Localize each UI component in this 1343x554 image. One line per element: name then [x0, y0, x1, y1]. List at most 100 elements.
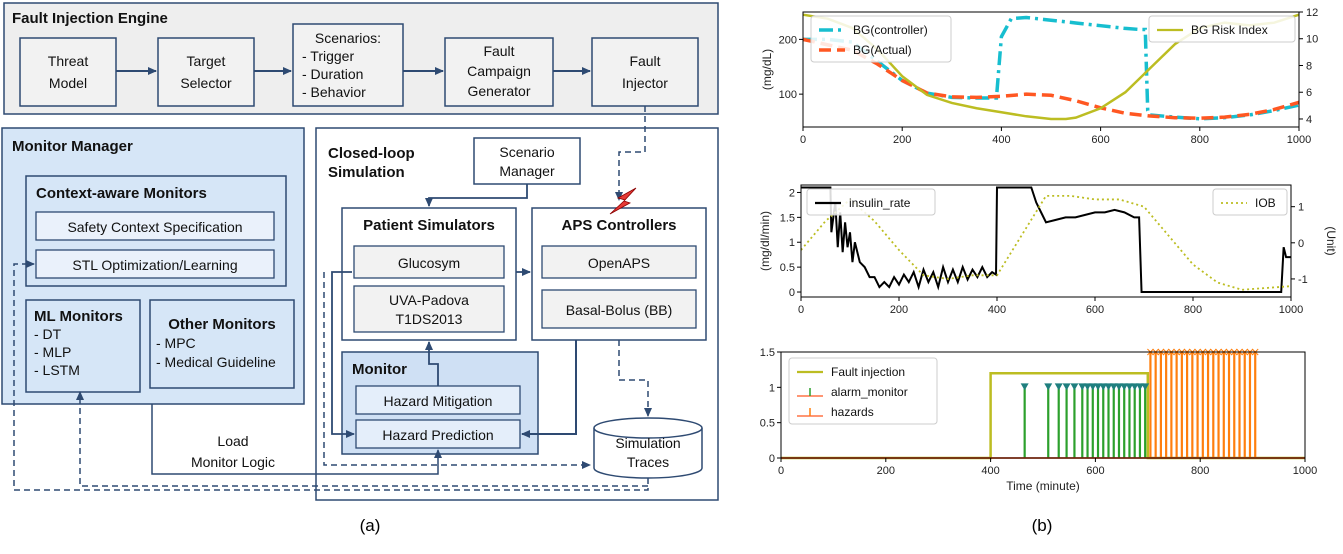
svg-text:- Trigger: - Trigger	[302, 48, 354, 64]
svg-text:Campaign: Campaign	[467, 63, 531, 79]
y-tick-label: 2	[789, 187, 795, 199]
svg-text:Traces: Traces	[627, 454, 669, 470]
svg-text:- Duration: - Duration	[302, 66, 363, 82]
y-axis-label: (mg/dL)	[760, 49, 774, 90]
stem-marker	[1083, 383, 1092, 391]
y-tick-label: 1.5	[760, 347, 775, 359]
plot-frame	[780, 351, 1306, 459]
fault-injection-engine-panel: Fault Injection Engine Threat Model Targ…	[3, 2, 719, 115]
stem-marker	[1125, 383, 1134, 391]
x-tick-label: 0	[800, 134, 806, 146]
y-tick-label: 1	[769, 382, 775, 394]
svg-text:Model: Model	[49, 75, 87, 91]
caption-b: (b)	[1032, 516, 1053, 535]
simulation-traces-cylinder: Simulation Traces	[593, 417, 703, 479]
plot-frame	[802, 11, 1300, 128]
hazard-prediction-box	[355, 419, 521, 449]
y2-tick-label: 0	[1298, 238, 1304, 250]
legend-entry: hazards	[831, 405, 874, 419]
glucosym-box	[353, 245, 505, 279]
y2-tick-label: 12	[1306, 7, 1318, 19]
y2-tick-label: 10	[1306, 34, 1318, 46]
svg-text:Glucosym: Glucosym	[398, 255, 460, 271]
svg-text:STL Optimization/Learning: STL Optimization/Learning	[72, 257, 237, 273]
svg-text:- MLP: - MLP	[34, 344, 71, 360]
stem-marker	[1094, 383, 1103, 391]
x-tick-label: 800	[1191, 465, 1209, 477]
series-IOB	[800, 194, 1292, 291]
svg-text:Hazard Prediction: Hazard Prediction	[382, 427, 493, 443]
svg-text:Generator: Generator	[467, 83, 530, 99]
svg-text:Other Monitors: Other Monitors	[168, 316, 276, 333]
x-tick-label: 400	[981, 465, 999, 477]
svg-text:Threat: Threat	[48, 53, 89, 69]
y2-tick-label: 1	[1298, 202, 1304, 214]
svg-text:- LSTM: - LSTM	[34, 362, 80, 378]
stem-marker	[1141, 383, 1150, 391]
legend-entry: insulin_rate	[849, 196, 911, 210]
stem-marker	[1088, 383, 1097, 391]
series-insulin_rate	[801, 186, 1291, 294]
svg-text:ML Monitors: ML Monitors	[34, 308, 123, 325]
legend-entry: BG Risk Index	[1191, 23, 1268, 37]
stem-marker	[1099, 383, 1108, 391]
svg-text:Safety Context Specification: Safety Context Specification	[67, 219, 242, 235]
x-tick-label: 400	[988, 304, 1006, 316]
legend-frame	[810, 15, 952, 63]
legend-entry: IOB	[1255, 196, 1276, 210]
x-tick-label: 1000	[1279, 304, 1303, 316]
svg-text:Simulation: Simulation	[615, 435, 680, 451]
svg-text:Fault: Fault	[629, 53, 660, 69]
svg-text:T1DS2013: T1DS2013	[396, 311, 463, 327]
y-tick-label: 1.5	[780, 212, 795, 224]
load-label: Load	[217, 433, 248, 449]
stem-marker	[1130, 383, 1139, 391]
svg-text:Target: Target	[187, 53, 226, 69]
stem-marker	[1078, 383, 1087, 391]
stem-marker	[1054, 383, 1063, 391]
y-tick-label: 1	[789, 237, 795, 249]
hazard-mitigation-box	[355, 385, 521, 415]
y2-tick-label: -1	[1298, 274, 1308, 286]
series-BG(Actual)	[802, 37, 1300, 120]
svg-text:Simulation: Simulation	[328, 164, 405, 181]
stem-marker	[1020, 383, 1029, 391]
y2-tick-label: 6	[1306, 87, 1312, 99]
other-monitors-box	[149, 299, 295, 389]
monitor-logic-label: Monitor Logic	[191, 454, 275, 470]
stem-marker	[1062, 383, 1071, 391]
fault-campaign-generator-box: Fault Campaign Generator	[444, 37, 554, 107]
basal-bolus-box	[541, 289, 697, 329]
target-selector-box: Target Selector	[157, 37, 255, 107]
svg-text:Closed-loop: Closed-loop	[328, 145, 415, 162]
svg-text:- Medical Guideline: - Medical Guideline	[156, 354, 276, 370]
legend: BG(controller)BG(Actual)	[810, 15, 952, 63]
x-tick-label: 600	[1086, 465, 1104, 477]
ml-monitors-box	[25, 299, 141, 393]
svg-text:- Behavior: - Behavior	[302, 84, 366, 100]
y-tick-label: 100	[779, 89, 797, 101]
svg-text:Manager: Manager	[499, 163, 555, 179]
x-tick-label: 1000	[1287, 134, 1311, 146]
threat-model-box: Threat Model	[19, 37, 117, 107]
legend-entry: Fault injection	[831, 365, 905, 379]
svg-text:Fault: Fault	[483, 43, 514, 59]
y-tick-label: 0.5	[760, 418, 775, 430]
x-tick-label: 800	[1191, 134, 1209, 146]
fault-injector-box: Fault Injector	[591, 37, 699, 107]
stem-marker	[1109, 383, 1118, 391]
svg-text:- MPC: - MPC	[156, 335, 196, 351]
stem-marker	[1070, 383, 1079, 391]
stl-box	[35, 249, 275, 279]
x-tick-label: 400	[992, 134, 1010, 146]
x-tick-label: 600	[1091, 134, 1109, 146]
svg-text:Patient Simulators: Patient Simulators	[363, 217, 495, 234]
x-axis-label: Time (minute)	[1006, 479, 1080, 493]
legend: IOB	[1212, 188, 1288, 216]
svg-text:Hazard Mitigation: Hazard Mitigation	[384, 393, 493, 409]
